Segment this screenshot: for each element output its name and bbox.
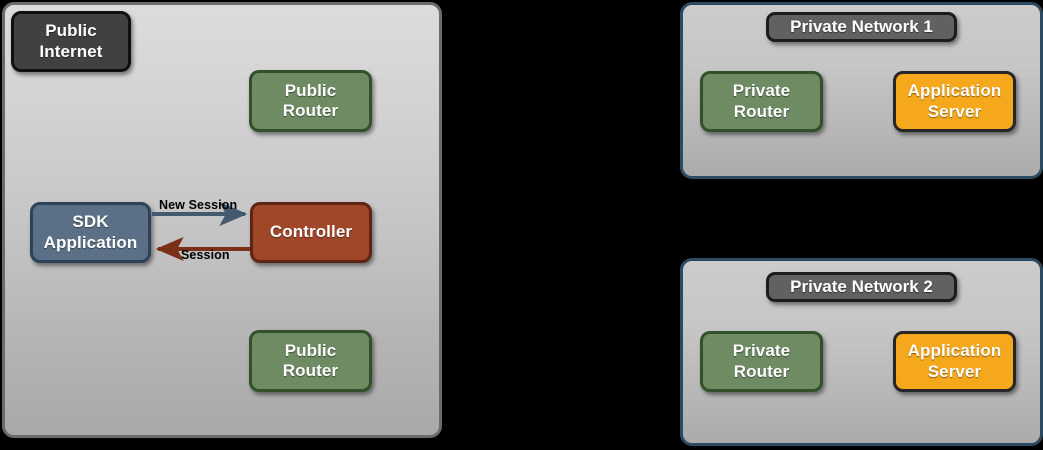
node-label-line1: Application (907, 341, 1002, 361)
edge-label-new-session: New Session (159, 198, 238, 212)
private-network-1-title: Private Network 1 (766, 12, 957, 42)
node-sdk-application-label: SDK Application (44, 212, 138, 252)
node-private-router-2[interactable]: Private Router (700, 331, 823, 392)
node-public-internet-label: Public Internet (39, 21, 102, 61)
node-label-line1: Private (732, 341, 791, 361)
node-public-router-top-label: Public Router (283, 81, 338, 121)
node-public-internet[interactable]: Public Internet (11, 11, 131, 72)
node-label-line2: Router (282, 361, 339, 380)
node-private-router-1[interactable]: Private Router (700, 71, 823, 132)
node-public-router-bottom-label: Public Router (283, 341, 338, 381)
edge-label-session: Session (181, 248, 230, 262)
node-label-line2: Router (733, 101, 790, 121)
node-label-line1: SDK (72, 212, 109, 232)
node-label-line2: Internet (39, 41, 103, 61)
node-application-server-2[interactable]: Application Server (893, 331, 1016, 392)
node-application-server-1[interactable]: Application Server (893, 71, 1016, 132)
node-label-line1: Public (284, 80, 337, 100)
node-public-router-bottom[interactable]: Public Router (249, 330, 372, 392)
node-private-router-1-label: Private Router (733, 81, 790, 121)
private-network-2-title: Private Network 2 (766, 272, 957, 302)
node-application-server-2-label: Application Server (908, 341, 1002, 381)
node-label-line1: Private (732, 81, 791, 101)
node-label-line2: Router (282, 101, 339, 120)
node-sdk-application[interactable]: SDK Application (30, 202, 151, 263)
node-public-router-top[interactable]: Public Router (249, 70, 372, 132)
node-controller-label: Controller (269, 222, 353, 242)
node-label-line1: Application (907, 81, 1002, 101)
node-label-line2: Application (43, 232, 138, 252)
node-label-line2: Server (927, 361, 982, 381)
node-private-router-2-label: Private Router (733, 341, 790, 381)
node-label-line1: Public (284, 340, 337, 360)
node-controller[interactable]: Controller (250, 202, 372, 263)
node-label-line1: Public (45, 21, 97, 41)
node-label-line2: Server (927, 101, 982, 121)
node-label-line2: Router (733, 361, 790, 381)
node-application-server-1-label: Application Server (908, 81, 1002, 121)
